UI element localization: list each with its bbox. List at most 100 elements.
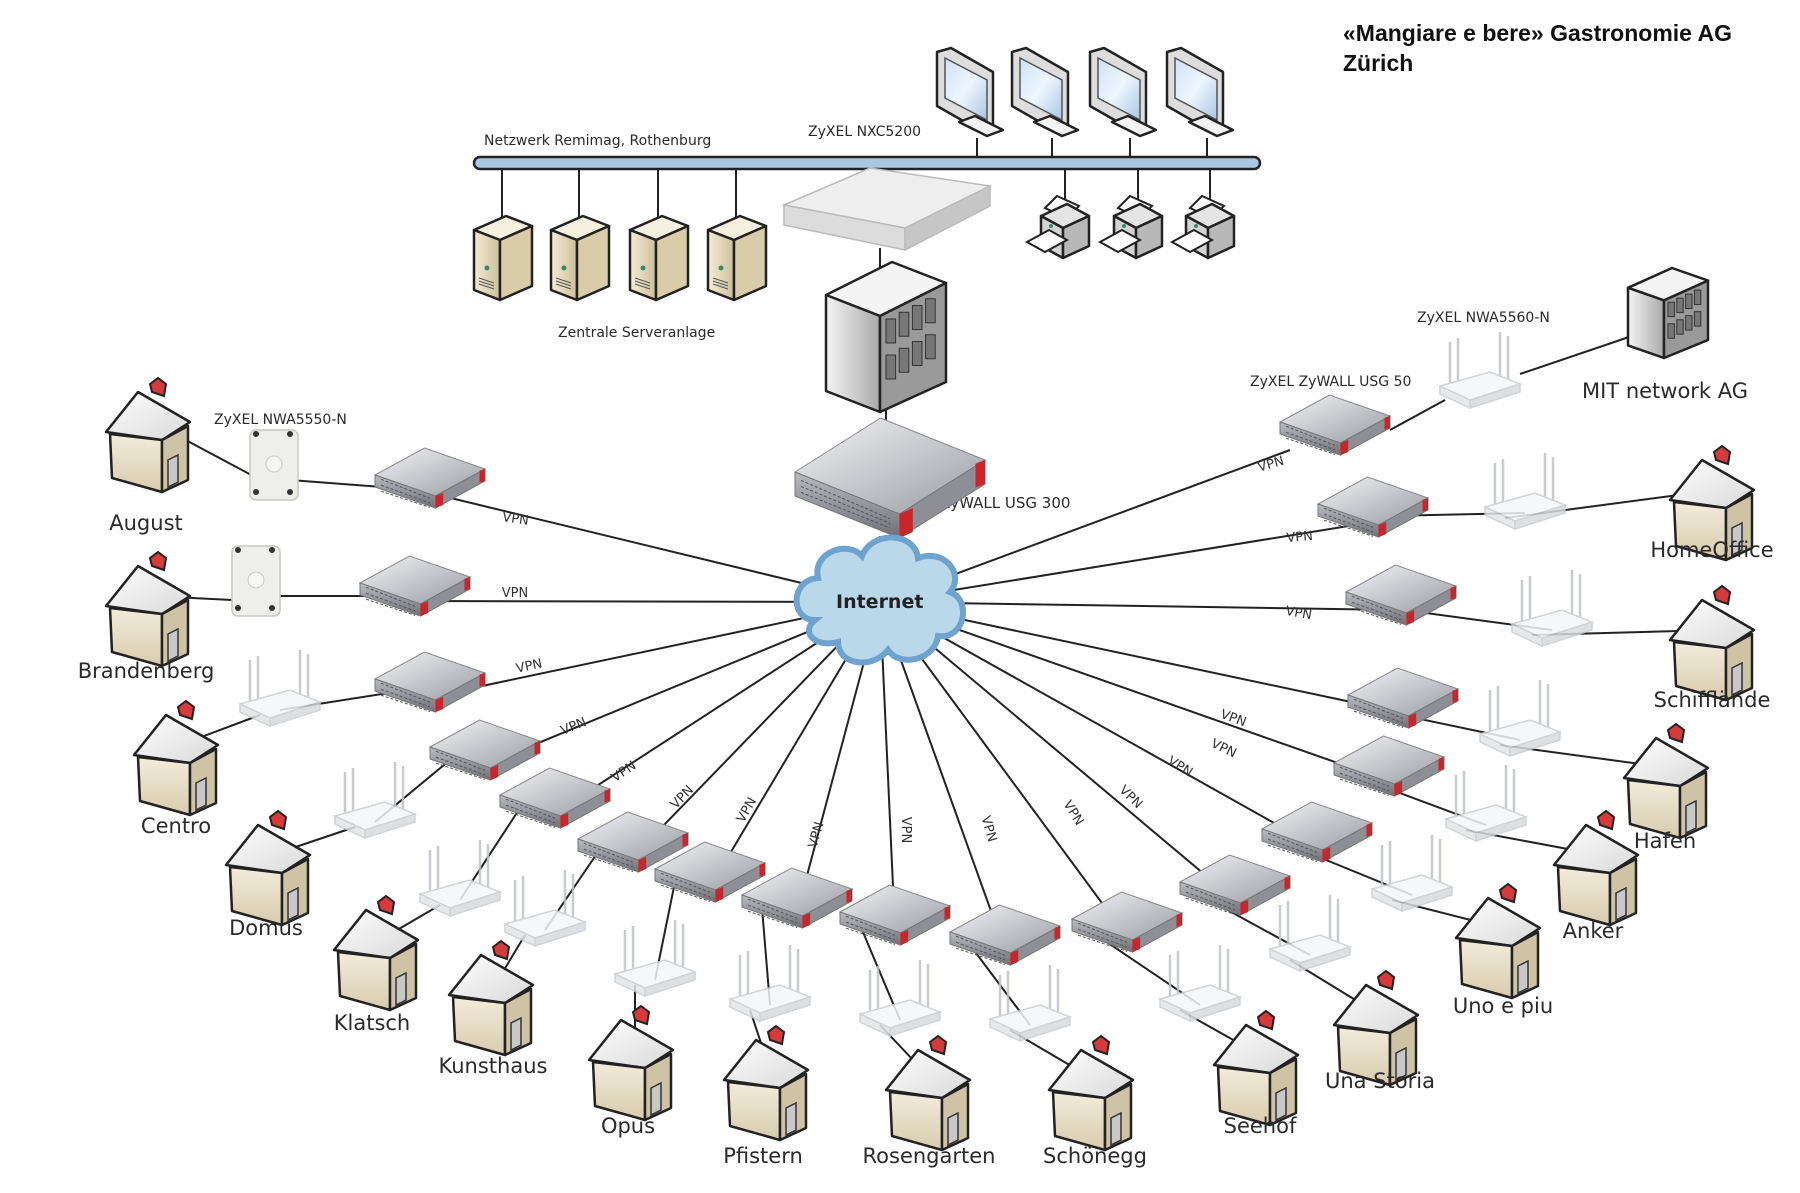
branch-site xyxy=(104,376,487,509)
firewall-icon xyxy=(428,719,542,781)
server-icon xyxy=(628,214,690,302)
branch-site xyxy=(1344,564,1756,702)
vpn-label: VPN xyxy=(978,814,1000,844)
branch-site xyxy=(132,650,487,817)
site-label: August xyxy=(109,511,183,535)
access-point-icon xyxy=(1369,835,1455,913)
hq-firewall-label: ZyWALL USG 300 xyxy=(940,494,1070,512)
house-icon xyxy=(587,1004,675,1122)
branch-site xyxy=(722,867,854,1142)
branch-site xyxy=(1316,444,1756,562)
printer-icon xyxy=(1024,194,1091,260)
company-city: Zürich xyxy=(1343,50,1414,76)
firewall-icon xyxy=(373,651,487,713)
firewall-icon xyxy=(1344,564,1458,626)
site-label: Hafen xyxy=(1634,829,1696,853)
network-bus xyxy=(472,155,1262,171)
partner-label: MIT network AG xyxy=(1582,379,1748,403)
house-icon xyxy=(1454,882,1542,1000)
office-building-icon xyxy=(824,260,948,414)
site-label: Opus xyxy=(601,1114,655,1138)
outdoor-ap-label: ZyXEL NWA5550-N xyxy=(214,412,347,428)
vpn-label: VPN xyxy=(609,758,639,785)
access-point-icon xyxy=(1509,570,1595,648)
firewall-icon xyxy=(1070,891,1184,953)
house-icon xyxy=(1552,809,1640,927)
site-label: Uno e piu xyxy=(1453,994,1553,1018)
outdoor-access-point-icon xyxy=(231,545,281,617)
workstation-icon xyxy=(1165,46,1235,138)
firewall-icon xyxy=(1346,667,1460,729)
workstation-icon xyxy=(935,46,1005,138)
office-building-icon xyxy=(1626,266,1710,360)
house-icon xyxy=(1668,584,1756,702)
vpn-label: VPN xyxy=(1116,783,1145,812)
outdoor-access-point-icon xyxy=(249,429,299,501)
site-label: Schönegg xyxy=(1043,1144,1147,1168)
firewall-icon xyxy=(948,904,1062,966)
vpn-label: VPN xyxy=(502,586,528,601)
branch-site xyxy=(104,545,472,668)
access-point-icon xyxy=(417,840,503,918)
firewall-icon xyxy=(373,447,487,509)
branch-site xyxy=(224,719,542,927)
link-line xyxy=(1519,335,1633,375)
access-point-icon xyxy=(1482,453,1568,531)
controller-label: ZyXEL NXC5200 xyxy=(808,124,921,140)
site-label: Kunsthaus xyxy=(439,1054,548,1078)
hq-network: Netzwerk Remimag, Rothenburg ZyXEL NXC52… xyxy=(472,46,1262,539)
vpn-label: VPN xyxy=(898,817,913,843)
server-room-label: Zentrale Serveranlage xyxy=(558,325,715,341)
company-name: «Mangiare e bere» Gastronomie AG xyxy=(1343,20,1733,46)
vpn-link xyxy=(879,601,1390,782)
vpn-label: VPN xyxy=(1284,604,1313,623)
access-point-icon xyxy=(237,650,323,728)
link-line xyxy=(1389,399,1446,431)
branch-site xyxy=(447,811,690,1057)
workstation-icon xyxy=(1010,46,1080,138)
branch-site xyxy=(1346,667,1710,840)
cloud-icon xyxy=(793,534,967,666)
vpn-label: VPN xyxy=(559,715,589,739)
internet-cloud: Internet xyxy=(793,534,967,666)
house-icon xyxy=(1212,1009,1300,1127)
vpn-label: VPN xyxy=(1060,798,1087,828)
firewall-icon xyxy=(1278,394,1392,456)
house-icon xyxy=(1668,444,1756,562)
site-label: Rosengarten xyxy=(863,1144,996,1168)
access-point-icon xyxy=(332,762,418,840)
vpn-label: VPN xyxy=(501,510,529,529)
site-label: Brandenberg xyxy=(78,659,215,683)
vpn-link xyxy=(879,601,1236,901)
access-point-icon xyxy=(1267,895,1353,973)
house-icon xyxy=(104,376,192,494)
firewall-icon xyxy=(358,555,472,617)
printer-icon xyxy=(1169,194,1236,260)
vpn-label: VPN xyxy=(806,820,828,850)
branch-site xyxy=(587,841,767,1122)
vpn-label: VPN xyxy=(668,783,697,812)
site-label: Centro xyxy=(141,814,211,838)
branch-site xyxy=(838,884,972,1152)
branch-site xyxy=(948,904,1135,1152)
house-icon xyxy=(447,939,535,1057)
server-icon xyxy=(706,214,768,302)
vpn-label: VPN xyxy=(1256,454,1286,476)
house-icon xyxy=(1332,969,1420,1087)
house-icon xyxy=(332,894,420,1012)
internet-label: Internet xyxy=(836,591,923,613)
firewall-icon xyxy=(740,867,854,929)
access-point-icon xyxy=(1157,945,1243,1023)
house-icon xyxy=(1622,722,1710,840)
vpn-label: VPN xyxy=(515,656,544,676)
access-point-icon xyxy=(987,965,1073,1043)
branch-site xyxy=(1260,801,1542,1000)
site-label: Anker xyxy=(1563,919,1624,943)
house-icon xyxy=(104,550,192,668)
server-icon xyxy=(472,214,534,302)
firewall-icon xyxy=(838,884,952,946)
firewall-icon xyxy=(653,841,767,903)
firewall-icon xyxy=(1316,476,1430,538)
site-label: Domus xyxy=(229,916,303,940)
